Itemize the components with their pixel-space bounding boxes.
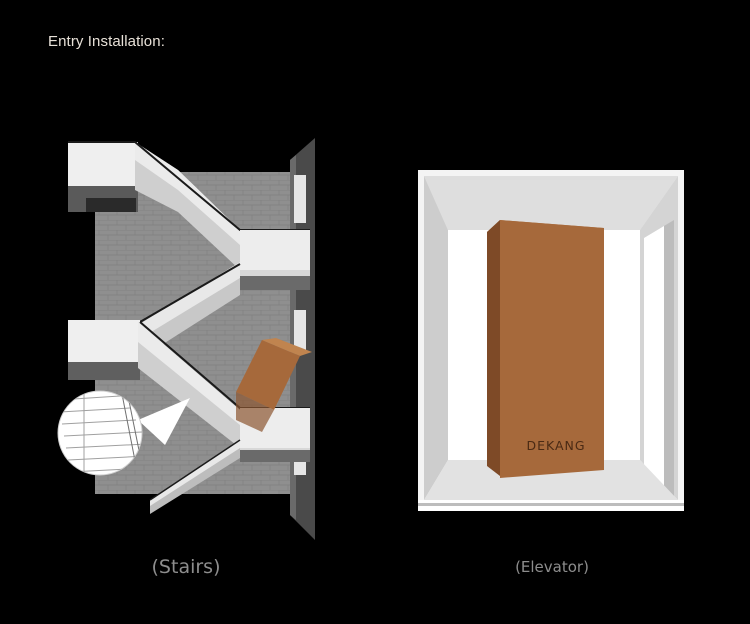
box-brand-label: DEKANG [526, 438, 585, 453]
elevator-left-wall [424, 176, 448, 500]
box-on-stairs [236, 338, 312, 432]
elevator-floor [424, 460, 678, 500]
elevator-illustration [418, 170, 684, 511]
elevator-caption: (Elevator) [515, 558, 589, 576]
window [294, 175, 306, 223]
box-in-elevator [487, 220, 604, 478]
page-title: Entry Installation: [48, 33, 165, 50]
stairs-illustration [57, 138, 315, 540]
window [294, 310, 306, 352]
stairs-caption: (Stairs) [151, 556, 221, 578]
